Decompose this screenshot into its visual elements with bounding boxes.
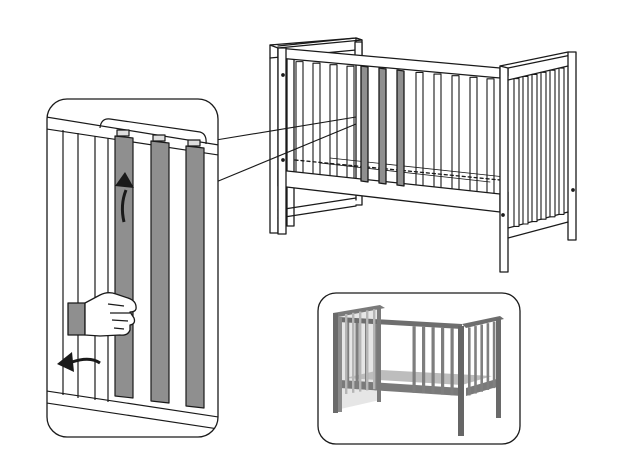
crib-slat: [451, 75, 460, 192]
removed-slats-main: [360, 65, 405, 187]
crib-slat: [295, 61, 304, 175]
detail-closeup-panel: [46, 98, 219, 438]
crib-slat: [346, 65, 355, 181]
render-end-slats: [345, 309, 496, 396]
crib-line-drawing: [269, 37, 577, 273]
render-slat: [450, 328, 454, 396]
crib-slat: [469, 76, 478, 194]
crib-right-end-slats: [513, 67, 565, 227]
render-slat: [355, 322, 359, 390]
crib-leg-front-left: [277, 47, 287, 235]
render-slat: [422, 326, 426, 394]
arrow-left-icon: [57, 352, 101, 372]
crib-end-panel-right: [281, 51, 577, 273]
render-end-slat: [486, 323, 490, 390]
render-back-slat: [345, 314, 348, 394]
crib-slat: [415, 71, 424, 188]
render-end-slat: [492, 321, 496, 389]
crib-slat: [433, 73, 442, 190]
removed-slat-2: [150, 140, 170, 404]
render-back-slat: [359, 311, 362, 392]
render-end-slat: [480, 324, 483, 392]
render-slat: [412, 326, 416, 393]
render-slat: [374, 324, 378, 391]
render-slat: [346, 322, 350, 389]
crib-end-slat: [549, 69, 556, 218]
crib-end-slat: [540, 71, 547, 220]
crib-slat: [486, 78, 495, 196]
crib-end-slat: [522, 75, 529, 225]
crib-end-slat: [513, 78, 520, 227]
render-end-slat: [474, 326, 477, 394]
render-back-slat: [373, 309, 376, 390]
arrow-up-icon: [115, 172, 134, 223]
render-end-slat: [468, 327, 471, 396]
render-back-slat: [366, 310, 369, 391]
render-slat: [441, 327, 445, 395]
hand-pointing-icon: [67, 292, 137, 337]
crib-end-slat: [558, 67, 565, 215]
crib-slat: [312, 62, 321, 177]
render-slat: [431, 327, 435, 395]
render-back-slat: [352, 312, 355, 393]
crib-end-slat: [531, 73, 538, 223]
crib-render-inset: [317, 292, 521, 445]
removed-slat-3: [185, 145, 205, 409]
callout-leader-lines: [215, 116, 357, 183]
